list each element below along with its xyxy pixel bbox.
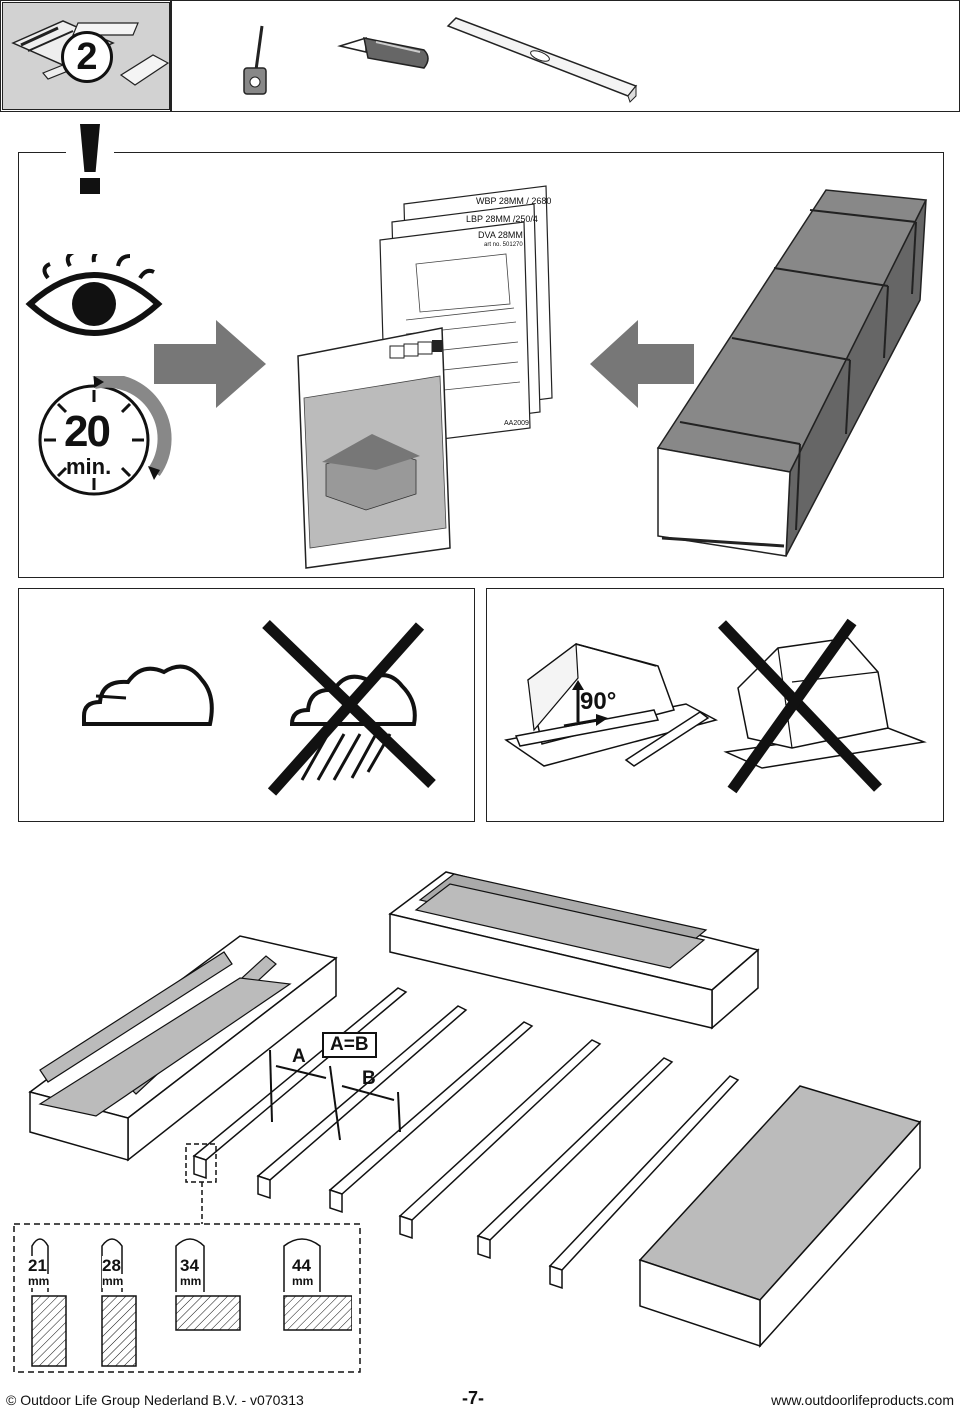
doc-artno: art no. 501270 <box>484 242 523 248</box>
arrow-left-icon <box>590 320 694 408</box>
thickness-profiles-diagram <box>31 1238 352 1367</box>
cloud-icon <box>82 664 214 726</box>
tape-measure-icon <box>243 25 267 95</box>
step-cell: 2 <box>2 2 170 110</box>
doc-title-2: LBP 28MM /250/4 <box>466 214 538 224</box>
spacing-equation: A=B <box>322 1032 377 1058</box>
footer-website[interactable]: www.outdoorlifeproducts.com <box>771 1392 954 1408</box>
eye-icon <box>25 254 163 336</box>
doc-title-3: DVA 28MM <box>478 230 523 240</box>
weather-panel <box>18 588 475 822</box>
document-stack-icon <box>297 185 553 569</box>
footer-page-number: -7- <box>462 1388 484 1408</box>
spirit-level-icon <box>446 17 638 103</box>
spacing-label-b: B <box>362 1068 376 1089</box>
timer-icon <box>38 376 172 496</box>
profile-21-unit: mm <box>28 1274 50 1288</box>
footer: © Outdoor Life Group Nederland B.V. - v0… <box>0 1388 960 1416</box>
doc-title-1: WBP 28MM / 2680 <box>476 196 552 206</box>
warning-icon <box>66 120 114 200</box>
storage-diagram <box>13 871 922 1373</box>
profile-44-unit: mm <box>292 1274 314 1288</box>
spacing-label-a: A <box>292 1046 306 1067</box>
skewed-frame-diagram <box>718 618 927 794</box>
profile-34-unit: mm <box>180 1274 202 1288</box>
packaged-crate-icon <box>656 189 928 557</box>
utility-knife-icon <box>337 36 429 69</box>
rain-cloud-icon <box>262 620 436 796</box>
step-number: 2 <box>61 31 113 83</box>
header-divider <box>170 0 172 112</box>
timer-unit: min. <box>66 454 112 479</box>
inspection-panel <box>18 152 944 578</box>
timer-minutes: 20 <box>64 407 111 456</box>
arrow-right-icon <box>154 320 266 408</box>
profile-28-value: 28 <box>102 1256 121 1276</box>
angle-label: 90° <box>580 688 617 715</box>
profile-28-unit: mm <box>102 1274 124 1288</box>
profile-34-value: 34 <box>180 1256 199 1276</box>
square-frame-diagram <box>504 642 718 767</box>
profile-44-value: 44 <box>292 1256 311 1276</box>
profile-21-value: 21 <box>28 1256 47 1276</box>
footer-copyright: © Outdoor Life Group Nederland B.V. - v0… <box>6 1392 304 1408</box>
doc-code: AA2009 <box>504 420 529 427</box>
level-panel <box>486 588 944 822</box>
